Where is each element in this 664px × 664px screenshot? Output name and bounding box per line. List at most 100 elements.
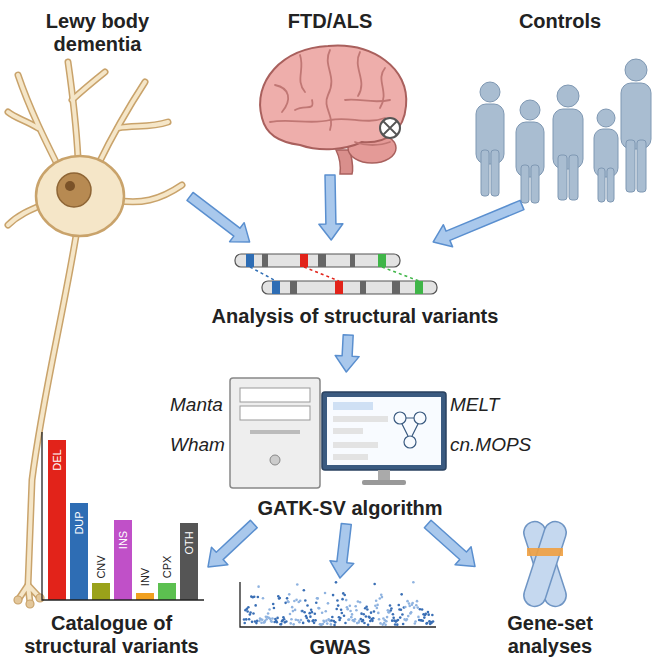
plot-point bbox=[327, 602, 330, 605]
plot-point bbox=[310, 609, 313, 612]
plot-point bbox=[351, 613, 354, 616]
plot-point bbox=[246, 610, 249, 613]
bar-chart bbox=[42, 432, 204, 600]
plot-point bbox=[390, 607, 393, 610]
plot-point bbox=[387, 611, 390, 614]
plot-point bbox=[316, 597, 319, 600]
plot-point bbox=[252, 612, 255, 615]
plot-point bbox=[363, 622, 366, 625]
plot-point bbox=[268, 608, 271, 611]
flow-arrow bbox=[319, 175, 343, 240]
plot-point bbox=[259, 617, 262, 620]
plot-point bbox=[317, 607, 320, 610]
plot-point bbox=[301, 610, 304, 613]
plot-point bbox=[278, 597, 281, 600]
plot-point bbox=[295, 618, 298, 621]
bar-label: INS bbox=[118, 531, 129, 549]
plot-point bbox=[313, 622, 316, 625]
plot-point bbox=[413, 606, 416, 609]
plot-point bbox=[243, 622, 246, 625]
people bbox=[476, 59, 651, 203]
plot-point bbox=[365, 605, 368, 608]
plot-point bbox=[272, 603, 275, 606]
plot-point bbox=[331, 616, 334, 619]
flow-arrow bbox=[335, 335, 359, 372]
plot-point bbox=[384, 623, 387, 626]
plot-point bbox=[335, 581, 338, 584]
plot-point bbox=[392, 613, 395, 616]
stage-label: GATK-SV algorithm bbox=[165, 497, 535, 520]
diagram-node: Gene-set analyses bbox=[475, 515, 625, 662]
plot-point bbox=[421, 608, 424, 611]
plot-point bbox=[375, 599, 378, 602]
plot-point bbox=[408, 605, 411, 608]
plot-point bbox=[346, 608, 349, 611]
plot-point bbox=[300, 610, 303, 613]
plot-point bbox=[303, 589, 306, 592]
plot-point bbox=[314, 619, 317, 622]
plot-point bbox=[319, 623, 322, 626]
plot-point bbox=[345, 599, 348, 602]
plot-point bbox=[278, 597, 281, 600]
plot-point bbox=[432, 620, 435, 623]
plot-point bbox=[385, 620, 388, 623]
plot-point bbox=[395, 620, 398, 623]
plot-point bbox=[408, 602, 411, 605]
plot-point bbox=[377, 612, 380, 615]
plot-point bbox=[423, 616, 426, 619]
plot-point bbox=[431, 614, 434, 617]
plot-point bbox=[248, 618, 251, 621]
plot-point bbox=[271, 617, 274, 620]
neuron bbox=[8, 62, 182, 608]
plot-point bbox=[341, 612, 344, 615]
plot-point bbox=[376, 604, 379, 607]
plot-point bbox=[318, 607, 321, 610]
plot-point bbox=[400, 593, 403, 596]
plot-point bbox=[362, 619, 365, 622]
stage-label: Lewy body dementia bbox=[5, 10, 190, 56]
plot-point bbox=[407, 615, 410, 618]
plot-point bbox=[335, 608, 338, 611]
plot-point bbox=[330, 619, 333, 622]
brain bbox=[260, 46, 406, 174]
stage-label: Analysis of structural variants bbox=[185, 305, 525, 328]
plot-point bbox=[254, 604, 257, 607]
plot-point bbox=[303, 611, 306, 614]
plot-point bbox=[366, 608, 369, 611]
plot-point bbox=[392, 617, 395, 620]
plot-point bbox=[427, 613, 430, 616]
plot-point bbox=[405, 618, 408, 621]
plot-point bbox=[371, 620, 374, 623]
plot-point bbox=[365, 615, 368, 618]
plot-point bbox=[311, 611, 314, 614]
plot-point bbox=[430, 621, 433, 624]
plot-point bbox=[270, 620, 273, 623]
plot-point bbox=[350, 616, 353, 619]
diagram-node: Catalogue of structural variants bbox=[15, 430, 208, 662]
plot-point bbox=[380, 594, 383, 597]
manhattan-plot bbox=[240, 581, 436, 627]
plot-point bbox=[255, 622, 258, 625]
stage-label: Gene-set analyses bbox=[475, 612, 625, 658]
plot-point bbox=[378, 618, 381, 621]
plot-point bbox=[309, 615, 312, 618]
plot-point bbox=[362, 613, 365, 616]
plot-point bbox=[354, 618, 357, 621]
plot-point bbox=[416, 606, 419, 609]
plot-point bbox=[261, 618, 264, 621]
flow-arrow bbox=[433, 200, 524, 246]
plot-point bbox=[316, 597, 319, 600]
plot-point bbox=[337, 604, 340, 607]
plot-point bbox=[326, 622, 329, 625]
plot-point bbox=[415, 604, 418, 607]
plot-point bbox=[396, 623, 399, 626]
plot-point bbox=[406, 600, 409, 603]
plot-point bbox=[324, 610, 327, 613]
plot-point bbox=[416, 600, 419, 603]
plot-point bbox=[426, 622, 429, 625]
plot-point bbox=[262, 597, 265, 600]
plot-point bbox=[308, 620, 311, 623]
plot-point bbox=[414, 620, 417, 623]
plot-point bbox=[425, 622, 428, 625]
plot-point bbox=[349, 605, 352, 608]
